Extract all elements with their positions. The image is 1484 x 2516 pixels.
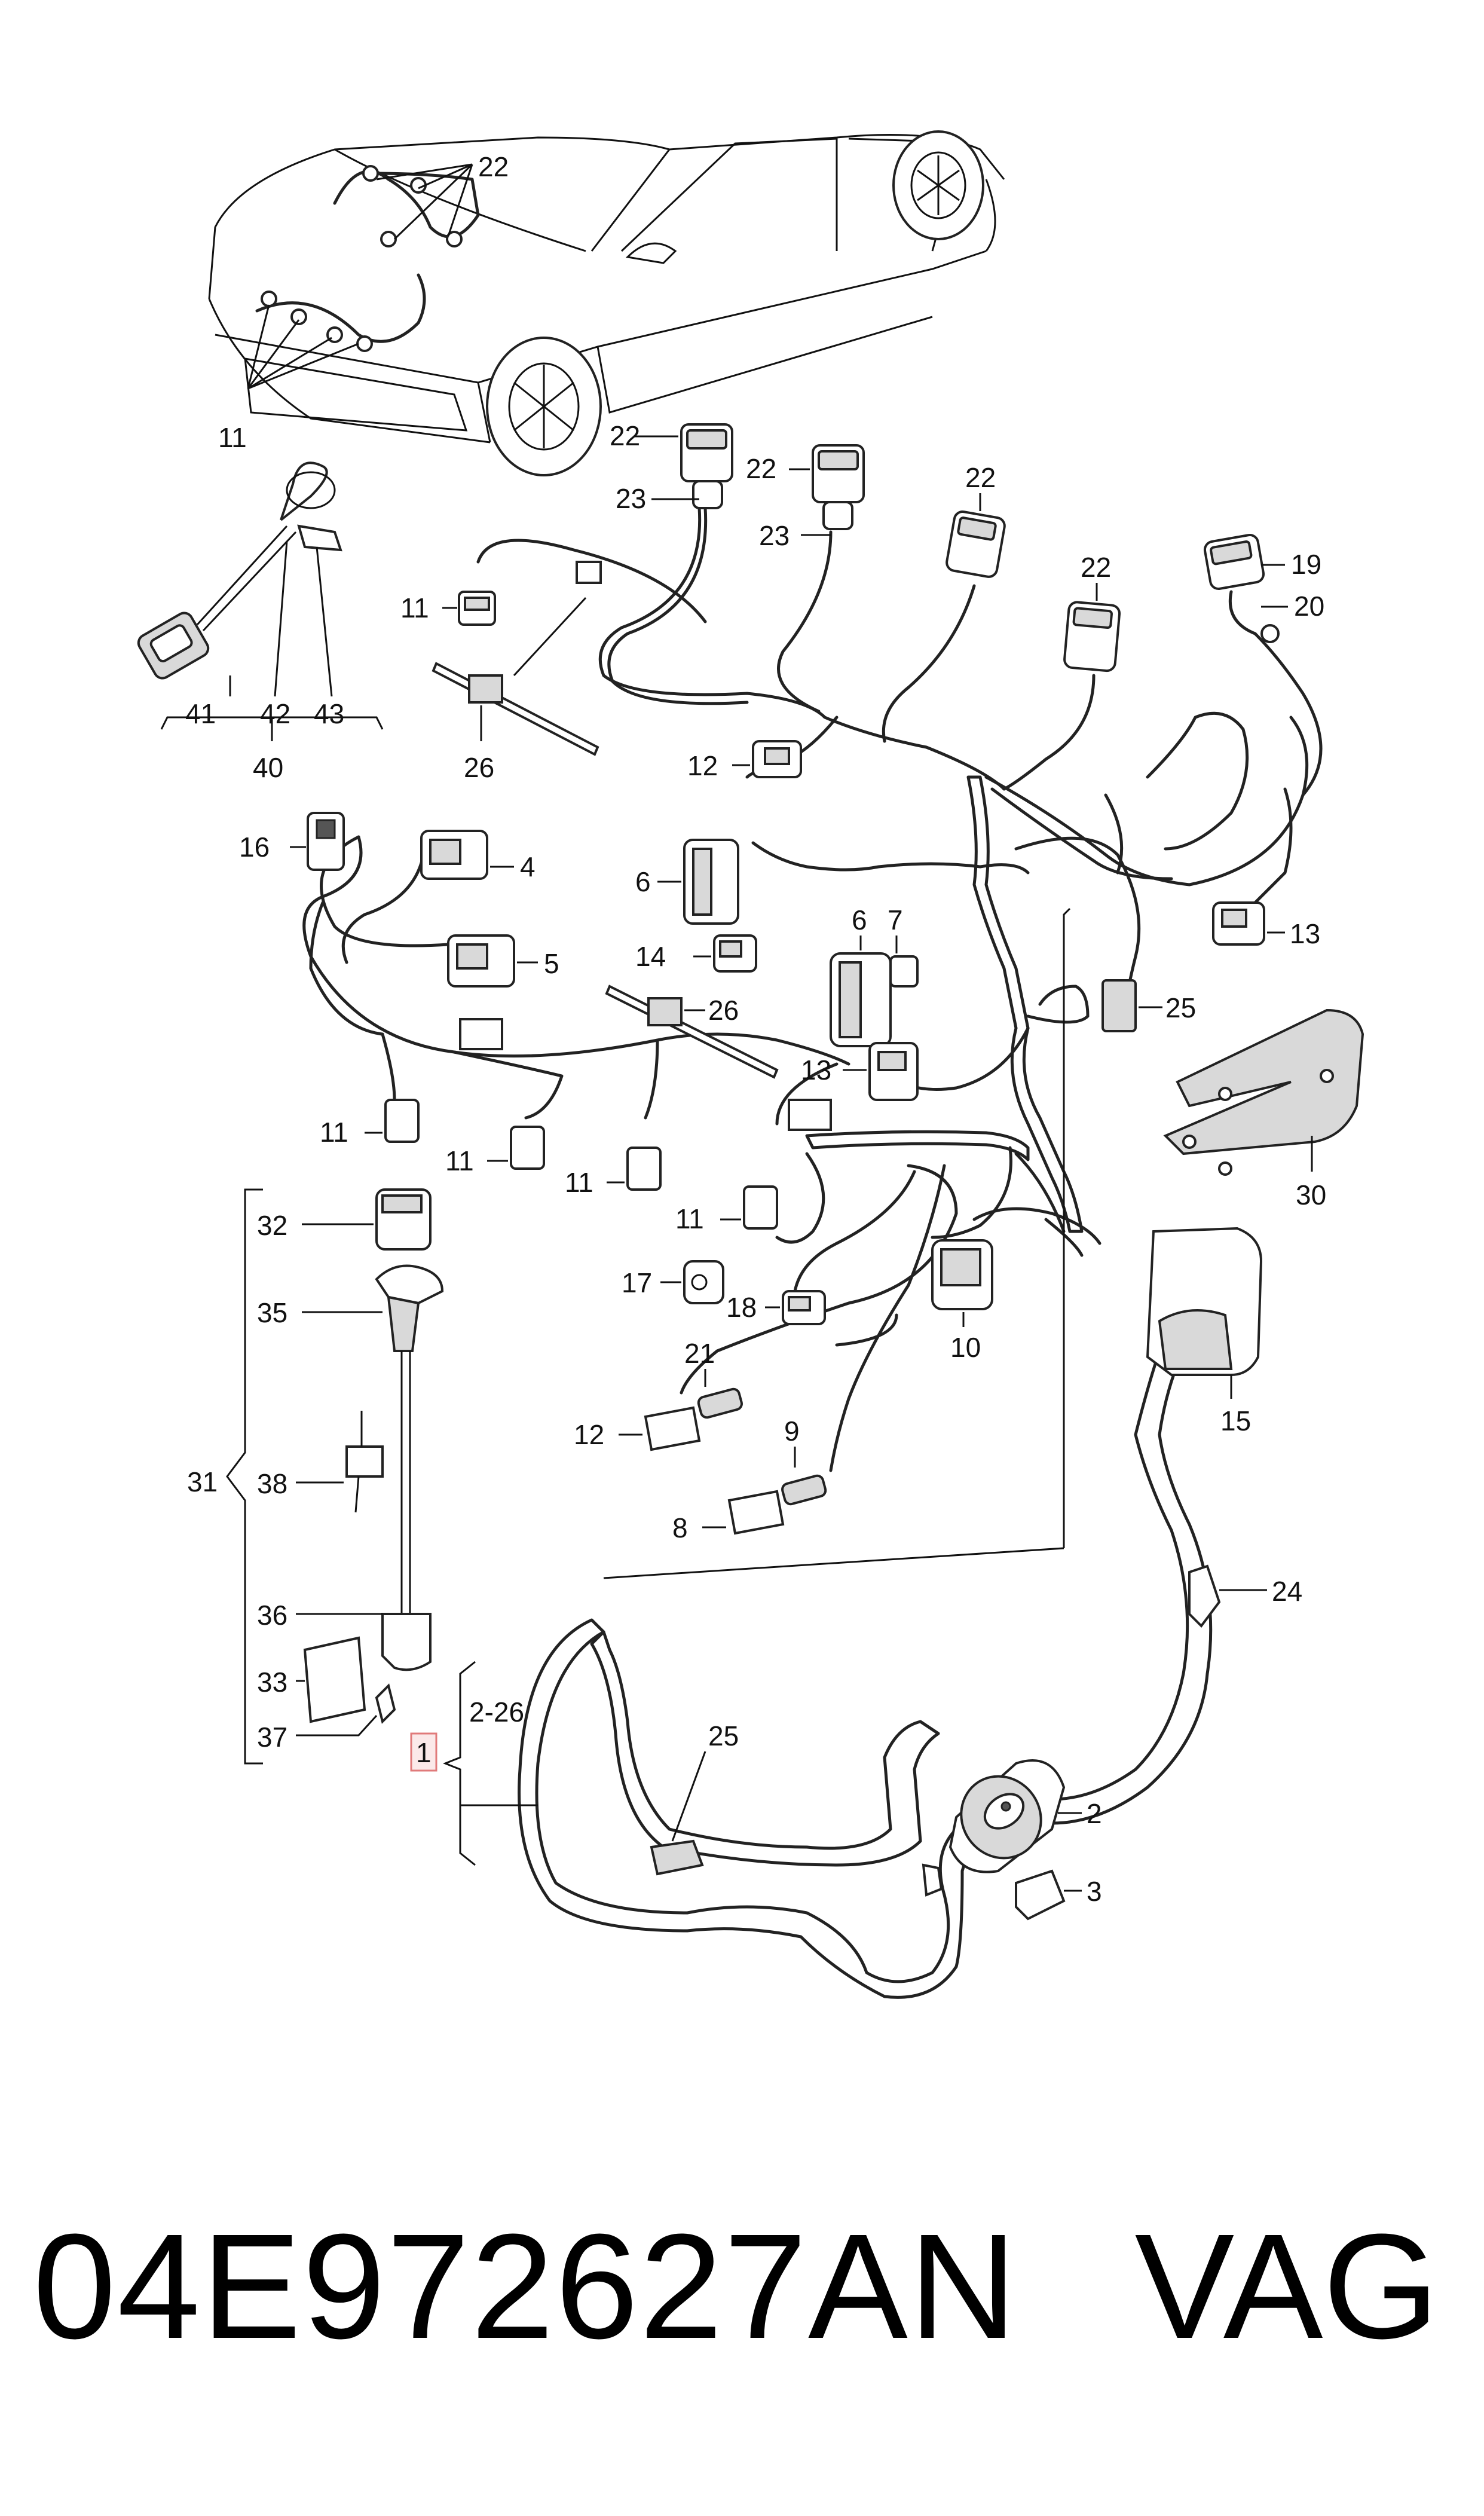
- callout-9: 9: [784, 1416, 800, 1447]
- callout-20: 20: [1294, 591, 1324, 622]
- connector-13-right: [1212, 901, 1285, 946]
- connector-19-20: [1203, 534, 1288, 643]
- callout-35: 35: [257, 1297, 287, 1328]
- callout-24: 24: [1272, 1576, 1302, 1607]
- callout-25: 25: [1165, 992, 1196, 1023]
- callout-38: 38: [257, 1468, 287, 1499]
- bracket-30: [1163, 1008, 1364, 1176]
- callout-12: 12: [687, 750, 718, 781]
- callout-36: 36: [257, 1600, 287, 1631]
- callout-43: 43: [314, 698, 344, 729]
- callout-32: 32: [257, 1210, 287, 1241]
- clip-24: [1188, 1564, 1267, 1628]
- connector-11-row: [365, 1099, 778, 1230]
- connector-11-upper: [442, 561, 602, 626]
- callout-5: 5: [544, 948, 559, 979]
- callout-4: 4: [520, 851, 536, 882]
- clip-25-lower: [650, 1751, 706, 1876]
- car-illustration: [208, 130, 1005, 476]
- clip-3: [1015, 1869, 1082, 1921]
- callout-18: 18: [726, 1292, 757, 1323]
- callout-2: 2: [1087, 1798, 1102, 1829]
- callout-11: 11: [675, 1203, 704, 1234]
- cable-tie-26-center: [459, 985, 832, 1131]
- connector-2: [922, 1759, 1082, 1897]
- connector-13-center: [843, 1042, 919, 1101]
- item-1-group: [410, 1661, 538, 1866]
- connector-16: [290, 812, 345, 871]
- callout-11: 11: [218, 422, 247, 453]
- callout-33: 33: [257, 1667, 287, 1698]
- callout-22: 22: [610, 420, 640, 451]
- connector-12-upper: [732, 740, 802, 778]
- callout-22: 22: [965, 462, 996, 493]
- callout-17: 17: [622, 1267, 652, 1298]
- callout-1: 1: [416, 1737, 432, 1768]
- connector-22-b: [789, 444, 865, 536]
- callout-13: 13: [1290, 918, 1320, 949]
- item-1-highlight: [410, 1732, 437, 1772]
- connector-17: [660, 1260, 724, 1304]
- clip-25-upper: [1101, 979, 1162, 1032]
- callout-14: 14: [635, 941, 666, 972]
- probe-assembly: [137, 461, 384, 741]
- cover-15: [1146, 1227, 1263, 1399]
- wiring-harness-illustration: 22 11 41 42 43 40: [137, 130, 1364, 1999]
- callout-3: 3: [1087, 1876, 1102, 1907]
- callout-22: 22: [1081, 552, 1111, 583]
- callout-11: 11: [320, 1117, 348, 1148]
- callout-12: 12: [574, 1419, 604, 1450]
- callout-11: 11: [565, 1167, 593, 1198]
- callout-26: 26: [708, 995, 739, 1026]
- connector-22-a: [634, 423, 733, 509]
- connector-22-c: [946, 493, 1006, 578]
- callout-41: 41: [185, 698, 216, 729]
- callout-10: 10: [950, 1332, 981, 1363]
- callout-23: 23: [616, 483, 646, 514]
- callout-21: 21: [684, 1338, 715, 1369]
- connector-4: [420, 830, 514, 880]
- connector-5: [447, 934, 538, 988]
- callout-6: 6: [635, 866, 651, 897]
- callout-26: 26: [464, 752, 494, 783]
- sensor-21-12: [619, 1369, 743, 1451]
- callout-22: 22: [746, 453, 776, 484]
- callout-31: 31: [187, 1466, 218, 1497]
- callout-8: 8: [672, 1512, 688, 1543]
- callout-40: 40: [253, 752, 283, 783]
- connector-18: [765, 1290, 826, 1325]
- callout-23: 23: [759, 520, 790, 551]
- callout-11: 11: [445, 1145, 474, 1176]
- sensor-assembly-31: [226, 1188, 444, 1765]
- connector-22-d: [1063, 583, 1121, 672]
- callout-37: 37: [257, 1722, 287, 1753]
- connector-14: [693, 934, 757, 973]
- connector-6-7: [830, 936, 919, 1047]
- callout-25: 25: [708, 1720, 739, 1751]
- callout-30: 30: [1296, 1179, 1326, 1210]
- callout-15: 15: [1220, 1405, 1251, 1436]
- callout-2-26: 2-26: [469, 1696, 524, 1728]
- callout-22: 22: [478, 151, 509, 182]
- callout-6: 6: [852, 904, 867, 936]
- callout-19: 19: [1291, 549, 1321, 580]
- brand-label: VAG: [1134, 2203, 1439, 2370]
- sensor-9-8: [702, 1447, 827, 1535]
- callout-11: 11: [400, 592, 429, 623]
- callout-16: 16: [239, 831, 270, 863]
- footer: 04E972627AN VAG: [0, 2212, 1484, 2391]
- part-number: 04E972627AN: [33, 2203, 1018, 2370]
- connector-6-a: [657, 839, 739, 925]
- connector-10: [931, 1239, 993, 1327]
- callout-7: 7: [888, 904, 903, 936]
- callout-42: 42: [260, 698, 290, 729]
- callout-13: 13: [801, 1054, 831, 1086]
- cable-tie-26-upper: [432, 597, 599, 756]
